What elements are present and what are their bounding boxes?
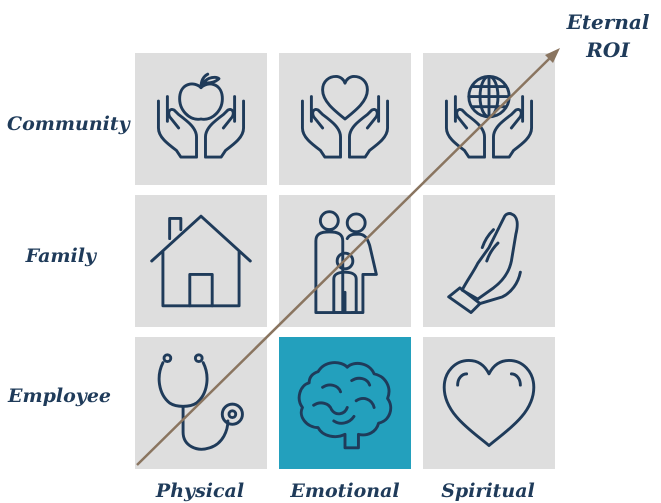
praying-hands-icon xyxy=(447,212,522,314)
cell-community-spiritual xyxy=(423,53,555,185)
cell-community-physical xyxy=(135,53,267,185)
eternal-roi-line2: ROI xyxy=(586,38,630,62)
heart-icon xyxy=(442,358,536,448)
col-label-emotional: Emotional xyxy=(290,480,400,502)
eternal-roi-line1: Eternal xyxy=(566,10,650,34)
row-label-community: Community xyxy=(7,113,130,135)
cell-employee-spiritual xyxy=(423,337,555,469)
family-icon xyxy=(314,210,378,314)
stethoscope-icon xyxy=(157,353,244,451)
cell-family-emotional xyxy=(279,195,411,327)
eternal-roi-label: Eternal ROI xyxy=(563,8,653,64)
hands-heart-icon xyxy=(300,74,390,159)
cell-employee-physical xyxy=(135,337,267,469)
house-icon xyxy=(150,214,252,308)
row-label-employee: Employee xyxy=(8,385,111,407)
col-label-physical: Physical xyxy=(155,480,245,502)
cell-community-emotional xyxy=(279,53,411,185)
hands-apple-icon xyxy=(156,72,246,159)
hands-globe-icon xyxy=(444,74,534,159)
row-label-family: Family xyxy=(25,245,96,267)
cell-family-physical xyxy=(135,195,267,327)
brain-icon xyxy=(297,361,393,450)
col-label-spiritual: Spiritual xyxy=(441,480,535,502)
cell-employee-emotional xyxy=(279,337,411,469)
cell-family-spiritual xyxy=(423,195,555,327)
